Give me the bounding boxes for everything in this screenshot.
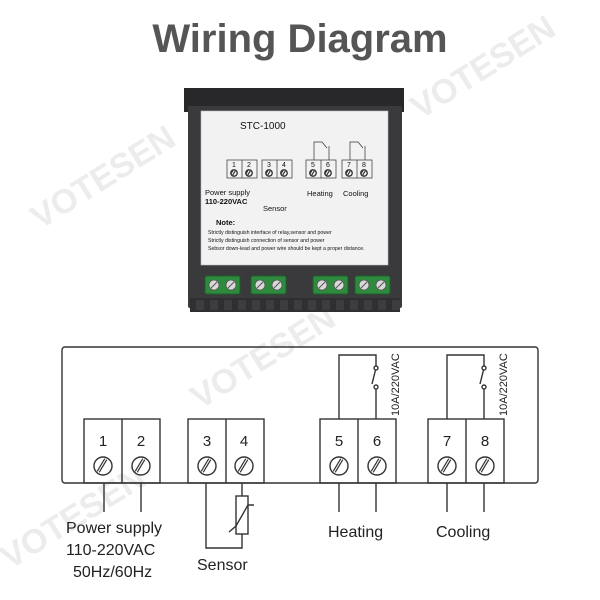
terminal-blocks <box>204 275 391 295</box>
note-line-2: Strictly distinguish connection of senso… <box>208 238 325 244</box>
plate-terminal-number-1: 1 <box>232 162 236 169</box>
plate-terminal-screw-8 <box>360 169 368 177</box>
watermark: VOTESEN <box>24 118 182 236</box>
terminal-numbers: 1 2 3 4 5 6 7 8 <box>99 433 489 450</box>
note-line-1: Strictly distinguish interface of relay,… <box>208 230 332 236</box>
note-line-3: Sebsor down-lead and power wire should b… <box>208 246 365 252</box>
plate-terminal-screw-5 <box>309 169 317 177</box>
plate-terminal-screw-2 <box>245 169 253 177</box>
heating-label: Heating <box>328 524 383 541</box>
plate-terminal-number-8: 8 <box>362 162 366 169</box>
terminal-number-7: 7 <box>443 433 451 450</box>
terminal-number-8: 8 <box>481 433 489 450</box>
terminal-number-1: 1 <box>99 433 107 450</box>
terminal-screws <box>93 456 495 476</box>
plate-label-heating: Heating <box>307 189 333 198</box>
terminal-number-2: 2 <box>137 433 145 450</box>
terminal-number-3: 3 <box>203 433 211 450</box>
plate-terminal-groups: 1 2 3 4 5 6 7 8 <box>226 141 373 179</box>
terminal-screw-4 <box>234 456 254 476</box>
plate-terminal-screw-1 <box>230 169 238 177</box>
sensor-thermistor <box>205 483 254 549</box>
terminal-screw-5 <box>329 456 349 476</box>
page-title: Wiring Diagram <box>152 17 447 61</box>
terminal-block <box>354 275 391 295</box>
terminal-number-5: 5 <box>335 433 343 450</box>
terminal-number-6: 6 <box>373 433 381 450</box>
plate-label-power-supply: Power supply <box>205 188 250 197</box>
watermark: VOTESEN <box>184 298 342 416</box>
power-supply-label: Power supply <box>66 520 162 537</box>
controller-device: STC-1000 1 2 3 4 5 6 7 8 Power supply 110-220VA… <box>184 88 404 312</box>
plate-label-voltage: 110-220VAC <box>205 197 248 206</box>
note-title: Note: <box>216 218 235 227</box>
terminal-screw-6 <box>367 456 387 476</box>
plate-terminal-screw-4 <box>280 169 288 177</box>
heating-relay <box>338 354 379 419</box>
plate-terminal-number-6: 6 <box>326 162 330 169</box>
controller-outline <box>61 346 539 484</box>
cooling-relay <box>446 354 487 419</box>
terminal-block <box>250 275 287 295</box>
terminal-number-4: 4 <box>240 433 248 450</box>
label-plate <box>200 110 389 266</box>
cooling-relay-rating: 10A/220VAC <box>498 353 510 416</box>
plate-terminal-number-4: 4 <box>282 162 286 169</box>
plate-terminal-number-3: 3 <box>267 162 271 169</box>
terminal-screw-8 <box>475 456 495 476</box>
terminal-block <box>204 275 241 295</box>
plate-terminal-number-5: 5 <box>311 162 315 169</box>
plate-terminal-number-7: 7 <box>347 162 351 169</box>
frequency-label: 50Hz/60Hz <box>73 564 152 581</box>
cooling-label: Cooling <box>436 524 490 541</box>
plate-terminal-screw-7 <box>345 169 353 177</box>
terminal-screw-1 <box>93 456 113 476</box>
schematic <box>61 346 539 549</box>
terminal-block <box>312 275 349 295</box>
watermark: VOTESEN <box>0 458 152 576</box>
plate-terminal-number-2: 2 <box>247 162 251 169</box>
device-ribs <box>196 300 400 310</box>
voltage-label: 110-220VAC <box>66 542 155 559</box>
plate-label-cooling: Cooling <box>343 189 368 198</box>
terminal-screw-7 <box>437 456 457 476</box>
plate-label-sensor: Sensor <box>263 204 287 213</box>
plate-terminal-screw-6 <box>324 169 332 177</box>
terminal-screw-2 <box>131 456 151 476</box>
heating-relay-rating: 10A/220VAC <box>390 353 402 416</box>
plate-terminal-screw-3 <box>265 169 273 177</box>
terminal-screw-3 <box>197 456 217 476</box>
device-model: STC-1000 <box>240 121 286 132</box>
sensor-label: Sensor <box>197 557 248 574</box>
